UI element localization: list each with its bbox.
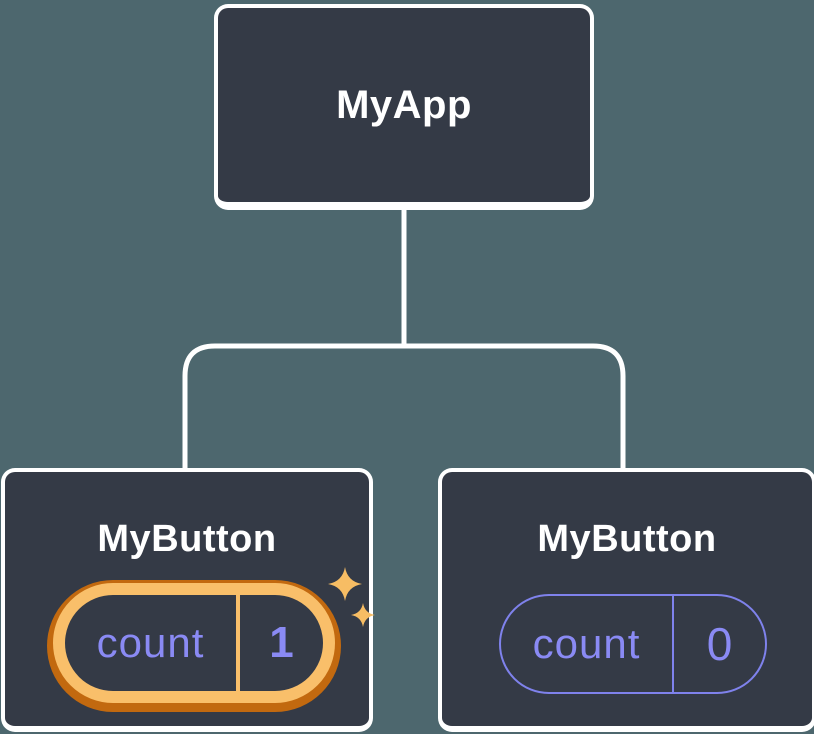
- state-pill-highlighted: count 1: [53, 583, 335, 703]
- node-mybutton-left-label: MyButton: [97, 518, 277, 560]
- connector-children-bracket: [182, 343, 626, 472]
- node-mybutton-right-label: MyButton: [537, 518, 717, 560]
- pill-divider: [236, 595, 240, 691]
- state-value: 0: [706, 618, 733, 670]
- pill-divider: [672, 596, 674, 692]
- state-name-label: count: [96, 619, 205, 666]
- node-myapp-label: MyApp: [336, 82, 472, 127]
- node-mybutton-left: MyButton count 1: [1, 468, 375, 732]
- node-myapp: MyApp: [214, 4, 594, 210]
- state-name-label: count: [532, 620, 641, 667]
- state-value: 1: [269, 618, 294, 667]
- state-pill-normal: count 0: [499, 594, 767, 694]
- node-mybutton-right: MyButton count 0: [438, 468, 814, 732]
- sparkle-icon: [328, 567, 375, 627]
